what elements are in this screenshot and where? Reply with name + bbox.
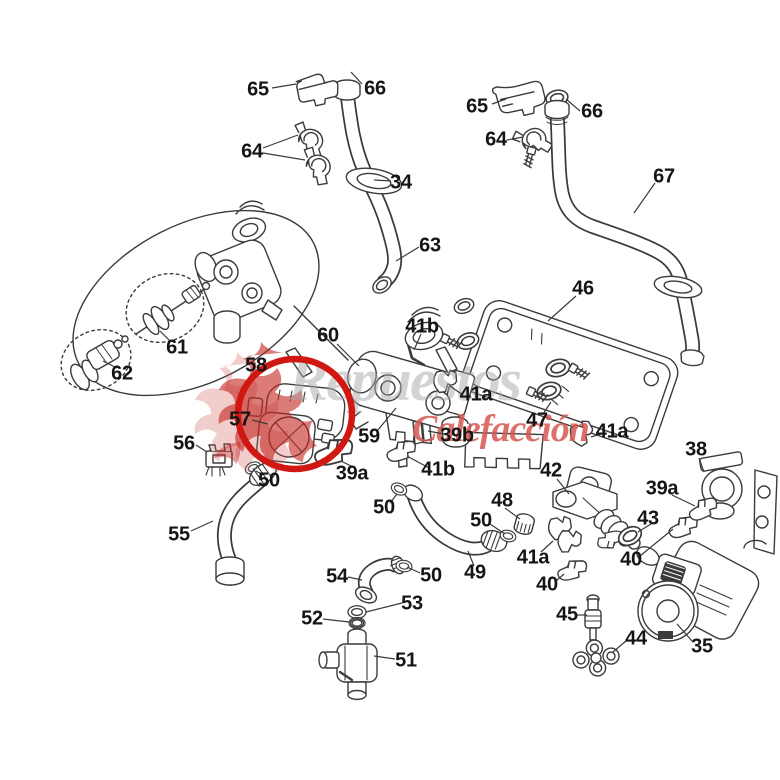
highlight-circle [234,355,356,473]
heat-exchanger-46 [439,295,679,450]
valve-51 [318,628,378,701]
comb-bracket-b [464,431,544,470]
cartridge-62 [60,328,132,392]
washer-53 [347,605,367,619]
part-45 [584,594,602,648]
screw-64-right [522,145,537,169]
pipe-63 [333,79,403,294]
pipe-67 [544,99,705,367]
watermark-text-2: Calefacción [412,408,589,450]
part-56 [205,443,233,477]
valve-60 [347,306,476,448]
bar-58 [285,346,458,378]
gasket-34 [345,167,403,195]
clip-65-left [295,73,339,107]
clip-65-right [491,80,546,117]
pipe-49 [402,484,508,556]
part-44 [572,639,620,677]
magnifier-ellipse [72,209,349,397]
rod-41b-top [406,342,426,367]
tongue-40-bottom [554,556,590,583]
pump-35 [636,540,760,642]
oring-52 [348,616,366,630]
watermark-flame-tail [214,442,241,464]
pipe-55 [215,461,278,586]
watermark-text-1: Repuestos [287,347,521,413]
clips-41a-bottom [546,514,585,558]
valve-exploded-view [194,200,283,344]
leader-lines [102,71,705,660]
cartridge-61 [125,272,211,344]
